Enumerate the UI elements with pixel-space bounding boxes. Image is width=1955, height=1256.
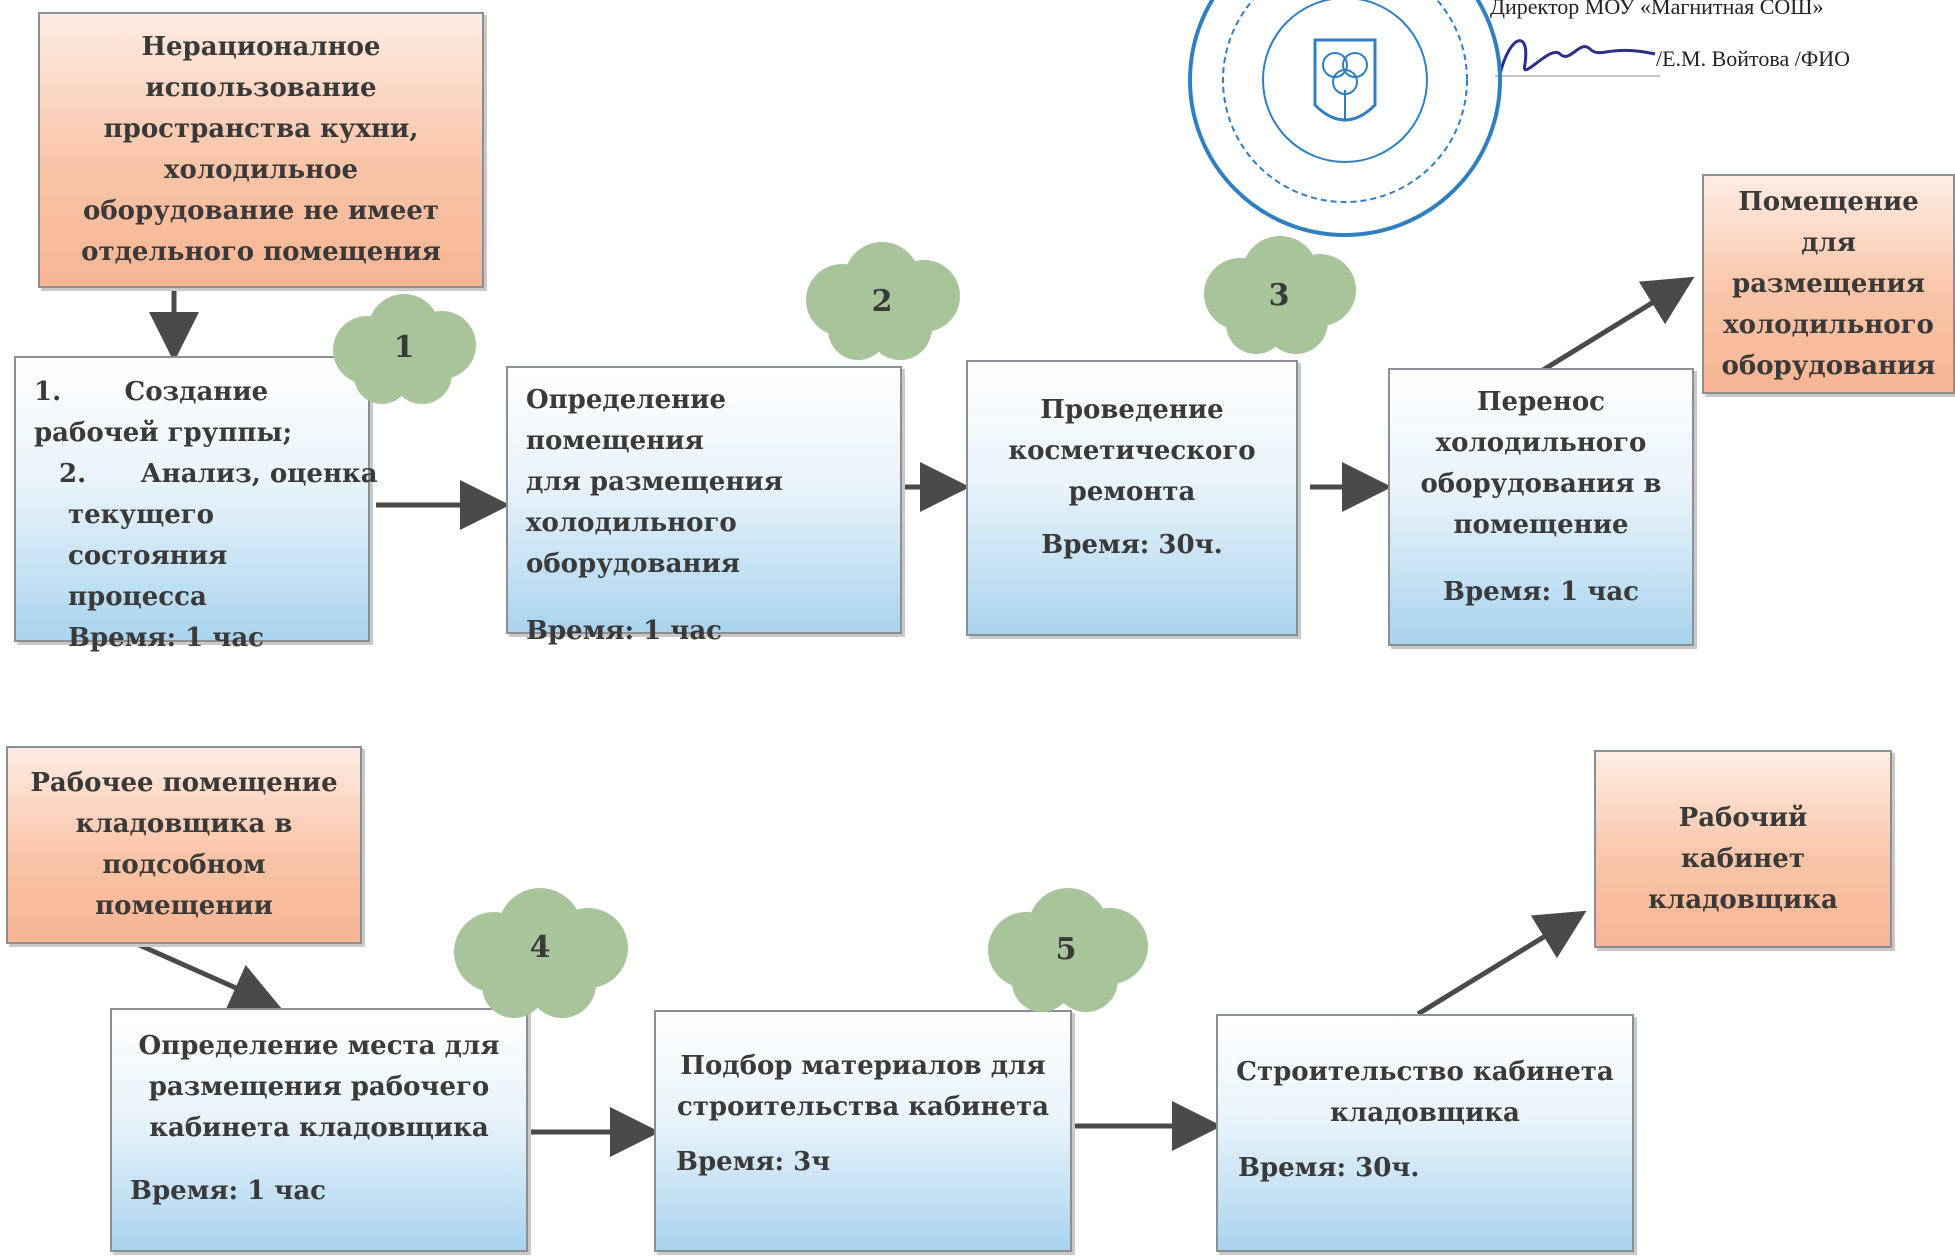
cloud-shape [1204, 236, 1356, 354]
signature-name: /Е.М. Войтова /ФИО [1656, 46, 1851, 71]
step-box-4: Перенос холодильного оборудования в поме… [1388, 368, 1694, 646]
step-line: строительства кабинета [676, 1092, 1050, 1122]
problem-box-storekeeper: Рабочее помещение кладовщика в подсобном… [6, 746, 362, 944]
result-box-storekeeper-office: Рабочий кабинет кладовщика [1594, 750, 1892, 948]
step-number: 4 [529, 930, 551, 965]
problem-box-kitchen: Нерационалное использование пространства… [38, 12, 484, 288]
step-number: 1 [393, 330, 415, 365]
step-line: косметического [1008, 436, 1256, 466]
arrow-step4-to-result1 [1528, 276, 1695, 381]
step-line: рабочей группы; [34, 418, 293, 448]
step-line: Подбор материалов для [680, 1051, 1046, 1081]
cloud-shape [806, 242, 960, 360]
step-box-7: Строительство кабинета кладовщика Время:… [1216, 1014, 1634, 1252]
step-time: Время: 30ч. [1238, 1153, 1420, 1183]
step-box-6: Подбор материалов для строительства каби… [654, 1010, 1072, 1252]
step-time: Время: 30ч. [1041, 530, 1223, 560]
step-line: Определение места для [138, 1031, 500, 1061]
step-line: Строительство кабинета [1236, 1057, 1614, 1087]
cloud-shape [333, 294, 476, 404]
director-line: Директор МОУ «Магнитная СОШ» [1490, 0, 1824, 19]
problem-text: Рабочее помещение кладовщика в подсобном… [30, 768, 338, 921]
step-time: Время: 3ч [676, 1147, 831, 1177]
arrow-step7-to-result2 [1416, 910, 1587, 1017]
step-number: 3 [1268, 278, 1290, 313]
step-line: помещение [1453, 510, 1629, 540]
step-number-cloud-1: 1 [322, 290, 486, 410]
step-line: процесса [68, 582, 207, 612]
step-number: 2 [871, 284, 893, 319]
step-time: Время: 1 час [130, 1176, 326, 1206]
step-box-2: Определение помещения для размещения хол… [506, 366, 902, 646]
signature-mark [1495, 39, 1660, 77]
step-line: размещения рабочего [148, 1072, 490, 1102]
step-line: ремонта [1068, 477, 1196, 507]
step-line: 2. Анализ, оценка [50, 459, 378, 489]
result-box-fridge-room: Помещение для размещения холодильного об… [1702, 174, 1955, 394]
step-number-cloud-3: 3 [1196, 232, 1362, 362]
problem-text: Нерационалное использование пространства… [81, 32, 441, 267]
step-line: оборудования [526, 549, 740, 579]
step-line: холодильного [526, 508, 737, 538]
step-line: оборудования в [1420, 469, 1662, 499]
step-line: 1. Создание [34, 377, 269, 407]
step-number-cloud-4: 4 [444, 884, 636, 1024]
step-line: Перенос [1476, 387, 1606, 417]
result-text: Помещение для размещения холодильного об… [1721, 186, 1936, 381]
step-box-1: 1. Создание рабочей группы; 2. Анализ, о… [14, 356, 378, 653]
step-line: холодильного [1435, 428, 1647, 458]
official-stamp [1188, 0, 1502, 237]
cloud-shape [454, 888, 628, 1018]
step-box-3: Проведение косметического ремонта Время:… [966, 360, 1298, 636]
step-number-cloud-2: 2 [796, 238, 968, 368]
result-text: Рабочий кабинет кладовщика [1648, 803, 1838, 915]
step-time: Время: 1 час [1443, 577, 1639, 607]
step-box-5: Определение места для размещения рабочег… [110, 1008, 528, 1252]
step-line: кладовщика [1330, 1098, 1520, 1128]
step-line: Определение помещения [526, 385, 727, 456]
arrow-problem2-to-step5 [126, 937, 282, 1011]
step-time: Время: 1 час [68, 623, 264, 653]
step-number: 5 [1055, 932, 1077, 967]
step-time: Время: 1 час [526, 616, 722, 646]
step-line: кабинета кладовщика [149, 1113, 489, 1143]
cloud-shape [988, 888, 1148, 1012]
step-line: для размещения [526, 467, 783, 497]
step-line: Проведение [1040, 395, 1224, 425]
step-number-cloud-5: 5 [980, 884, 1152, 1020]
step-line: текущего состояния [68, 500, 228, 571]
